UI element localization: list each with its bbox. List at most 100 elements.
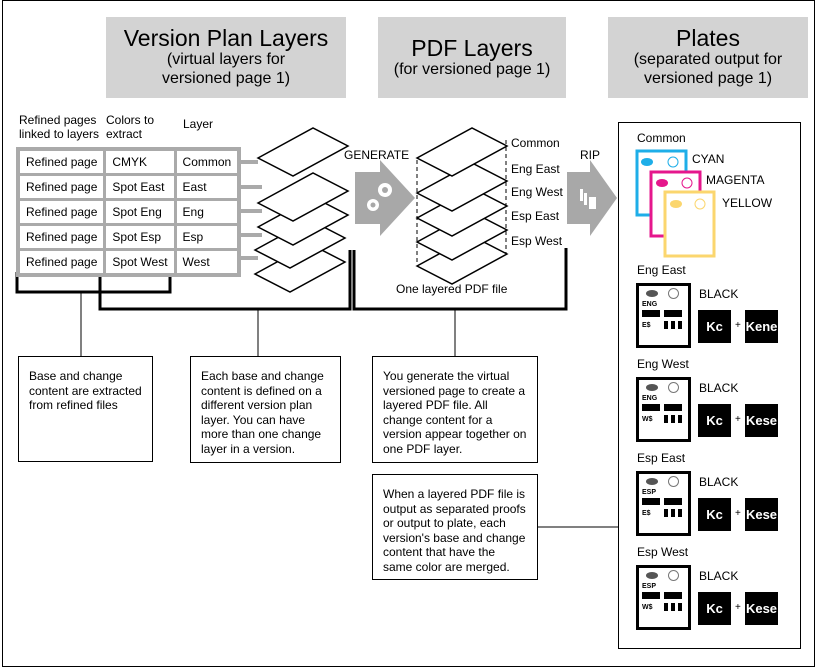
header-pdf-layers: PDF Layers (for versioned page 1) xyxy=(378,17,566,98)
pdf-caption: One layered PDF file xyxy=(396,282,508,296)
column-header: Layer xyxy=(183,117,214,131)
plus-sign: + xyxy=(735,602,741,613)
text-block xyxy=(664,310,682,317)
table-cell: Eng xyxy=(173,198,241,226)
ink-label: BLACK xyxy=(699,381,739,395)
table-cell: West xyxy=(173,248,241,277)
pdf-layer-label: Common xyxy=(511,136,560,150)
ink-label: BLACK xyxy=(699,475,739,489)
pdf-layer-label: Esp West xyxy=(511,234,563,248)
plates-box xyxy=(618,122,801,649)
text-block xyxy=(642,310,660,317)
pdf-layer-label: Esp East xyxy=(511,209,560,223)
callout-layers: Each base and change content is defined … xyxy=(190,356,341,463)
callout-extraction: Base and change content are extracted fr… xyxy=(18,356,153,462)
text-block xyxy=(642,592,660,599)
face-icon xyxy=(668,382,679,393)
plus-sign: + xyxy=(735,414,741,425)
version-label: Eng East xyxy=(637,263,686,277)
layer-sheet xyxy=(256,172,350,222)
base-plate-badge: Kc xyxy=(698,404,731,437)
table-cell: Esp xyxy=(173,223,241,251)
callout-generate: You generate the virtual versioned page … xyxy=(372,356,538,463)
plus-sign: + xyxy=(735,508,741,519)
barcode-icon xyxy=(664,603,682,611)
column-header: Refined pages linked to layers xyxy=(19,113,100,141)
black-plate: ESP E$ xyxy=(636,471,691,536)
version-plan-layer-stack xyxy=(253,127,350,293)
magenta-label: MAGENTA xyxy=(706,173,765,187)
table-cell: Refined page xyxy=(16,223,107,251)
table-cell: Spot Eng xyxy=(103,198,177,226)
generate-label: GENERATE xyxy=(344,148,410,162)
plate-art xyxy=(641,156,706,210)
cyan-label: CYAN xyxy=(692,152,725,166)
ink-label: BLACK xyxy=(699,287,739,301)
fish-icon xyxy=(646,290,658,297)
callout-merge: When a layered PDF file is output as sep… xyxy=(372,474,538,580)
table-cell: Refined page xyxy=(16,248,107,277)
common-label: Common xyxy=(637,131,686,145)
base-plate-badge: Kc xyxy=(698,310,731,343)
table-cell: Spot West xyxy=(103,248,177,277)
base-plate-badge: Kc xyxy=(698,498,731,531)
header-plates: Plates (separated output for versioned p… xyxy=(608,17,808,98)
change-plate-badge: Kene xyxy=(745,310,778,343)
version-label: Esp East xyxy=(637,451,686,465)
face-icon xyxy=(668,476,679,487)
fish-icon xyxy=(646,384,658,391)
barcode-icon xyxy=(664,509,682,517)
change-plate-badge: Kese xyxy=(745,592,778,625)
table-cell: East xyxy=(173,173,241,201)
fish-icon xyxy=(646,478,658,485)
table-cell: Refined page xyxy=(16,147,107,176)
barcode-icon xyxy=(664,415,682,423)
header-version-plan-layers: Version Plan Layers (virtual layers for … xyxy=(106,17,346,98)
table-cell: CMYK xyxy=(103,147,177,176)
table-cell: Spot Esp xyxy=(103,223,177,251)
pdf-layer-label: Eng West xyxy=(511,185,563,199)
face-icon xyxy=(668,288,679,299)
text-block xyxy=(664,404,682,411)
pdf-layer-sheet xyxy=(415,127,509,177)
pdf-layer-stack xyxy=(415,127,509,285)
change-plate-badge: Kese xyxy=(745,404,778,437)
black-plate: ENG W$ xyxy=(636,377,691,442)
version-label: Eng West xyxy=(637,357,689,371)
fish-icon xyxy=(646,572,658,579)
version-label: Esp West xyxy=(637,545,689,559)
plates-icon xyxy=(580,189,596,209)
text-block xyxy=(664,498,682,505)
face-icon xyxy=(668,570,679,581)
pdf-layer-label: Eng East xyxy=(511,162,560,176)
ink-label: BLACK xyxy=(699,569,739,583)
rip-label: RIP xyxy=(580,148,601,162)
black-plate: ESP W$ xyxy=(636,565,691,630)
black-plate: ENG E$ xyxy=(636,283,691,348)
column-header: Colors to extract xyxy=(106,113,155,141)
table-cell: Refined page xyxy=(16,198,107,226)
generate-arrow-icon xyxy=(355,160,415,236)
layer-sheet xyxy=(256,127,350,177)
text-block xyxy=(642,404,660,411)
table-cell: Refined page xyxy=(16,173,107,201)
plus-sign: + xyxy=(735,320,741,331)
text-block xyxy=(642,498,660,505)
text-block xyxy=(664,592,682,599)
base-plate-badge: Kc xyxy=(698,592,731,625)
callout-leaders xyxy=(80,293,618,528)
barcode-icon xyxy=(664,321,682,329)
change-plate-badge: Kese xyxy=(745,498,778,531)
table-cell: Spot East xyxy=(103,173,177,201)
brackets xyxy=(15,248,568,311)
yellow-label: YELLOW xyxy=(722,196,773,210)
